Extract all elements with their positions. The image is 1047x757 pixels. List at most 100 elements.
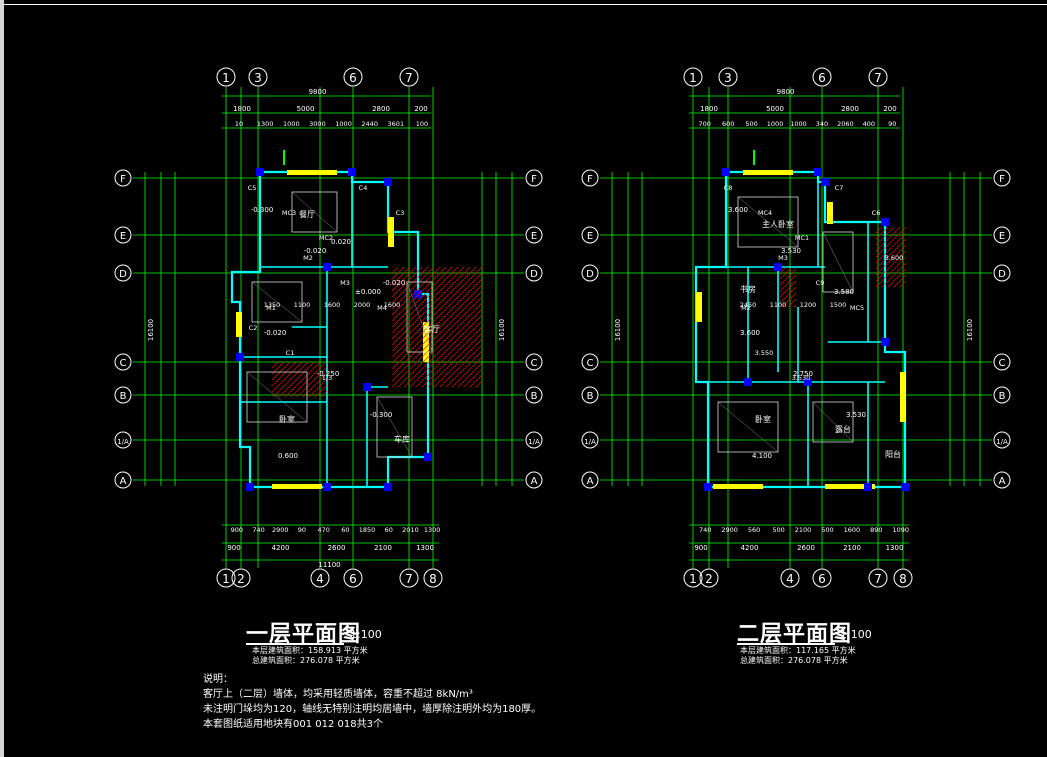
dim-top-row2-5: 340 <box>816 120 828 128</box>
axis-label-top-3: 3 <box>724 71 732 85</box>
left-edge-bar <box>0 0 4 757</box>
axis-label-left-F: F <box>587 174 593 185</box>
inner-dim-1: 1100 <box>294 301 311 309</box>
axis-bubble-bottom-8 <box>423 568 443 588</box>
dim-top-row2-1: 600 <box>722 120 734 128</box>
room-name-3: 车库 <box>394 434 410 444</box>
notes-heading: 说明： <box>203 674 233 685</box>
dim-bottom-row1-1: 740 <box>252 526 264 534</box>
axis-label-left-1/A: 1/A <box>117 438 129 446</box>
window-4 <box>696 292 702 322</box>
room-label-9: C2 <box>249 324 258 332</box>
level-mark-3: -0.020 <box>264 329 287 337</box>
top-border-line <box>0 4 1047 5</box>
area-first-floor-line2: 总建筑面积：276.078 平方米 <box>252 656 360 665</box>
room-label-7: M3 <box>340 279 350 287</box>
hatch-line-1-72 <box>887 268 907 288</box>
furniture-diag-2 <box>376 396 413 458</box>
hatch-line-0-24 <box>779 274 797 292</box>
axis-label-right-C: C <box>531 358 538 369</box>
plan-scale-second-floor: 1:100 <box>840 628 872 641</box>
room-name-0: 主人卧室 <box>762 219 794 229</box>
hatch-line-0-60 <box>391 266 453 328</box>
room-label-4: C3 <box>396 209 405 217</box>
axis-label-top-1: 1 <box>689 71 697 85</box>
dim-total-side-0: 16100 <box>147 319 155 341</box>
dim-top-row2-8: 90 <box>888 120 896 128</box>
dim-bottom-row1-6: 1600 <box>844 526 861 534</box>
axis-label-bottom-2: 2 <box>705 572 713 586</box>
dim-top-row1-0: 1800 <box>233 105 251 113</box>
dim-top-row2-5: 2440 <box>361 120 378 128</box>
dim-total-side-1: 16100 <box>966 319 974 341</box>
hatch-line-0-84 <box>391 266 477 352</box>
axis-label-bottom-1: 1 <box>222 572 230 586</box>
furniture-diag-1 <box>246 371 308 423</box>
title-underline-2 <box>737 643 835 645</box>
level-mark-6: 0.600 <box>278 452 298 460</box>
room-label-11: 3.530 <box>792 374 811 382</box>
axis-label-top-7: 7 <box>874 71 882 85</box>
axis-label-left-C: C <box>120 358 127 369</box>
column-9 <box>424 453 432 461</box>
room-name-3: 露台 <box>835 424 851 434</box>
dim-bottom-row2-4: 1300 <box>886 544 904 552</box>
axis-bubble-top-7 <box>868 67 888 87</box>
axis-bubble-right-E <box>525 226 543 244</box>
dim-top-row1-3: 200 <box>414 105 427 113</box>
furniture-1 <box>717 401 779 453</box>
dim-bottom-row1-7: 60 <box>385 526 393 534</box>
hatch-line-0-132 <box>403 308 483 388</box>
axis-label-right-D: D <box>998 269 1006 280</box>
furniture-3 <box>406 281 433 353</box>
room-label-8: M4 <box>377 304 387 312</box>
axis-bubble-left-A <box>114 471 132 489</box>
dim-bottom-row1-3: 500 <box>772 526 784 534</box>
room-label-11: 1/3 <box>322 374 332 382</box>
hatch-line-1-78 <box>314 384 328 398</box>
room-label-2: MC2 <box>319 234 333 242</box>
hatch-line-0-174 <box>445 350 483 388</box>
axis-bubble-right-1/A <box>525 431 543 449</box>
axis-bubble-bottom-2 <box>231 568 251 588</box>
furniture-diag-2 <box>822 231 854 293</box>
furniture-4 <box>251 281 303 323</box>
dim-top-row1-1: 5000 <box>297 105 315 113</box>
axis-label-right-1/A: 1/A <box>528 438 540 446</box>
window-4 <box>236 312 242 337</box>
axis-label-right-B: B <box>531 391 538 402</box>
axis-label-bottom-2: 2 <box>237 572 245 586</box>
room-label-8: MC5 <box>850 304 864 312</box>
axis-label-right-B: B <box>999 391 1006 402</box>
dim-top-row1-2: 2800 <box>372 105 390 113</box>
axis-bubble-left-C <box>114 353 132 371</box>
inner-dim-4: 1600 <box>384 301 401 309</box>
dim-top-row2-4: 1000 <box>335 120 352 128</box>
dim-bottom-row2-2: 2600 <box>797 544 815 552</box>
axis-label-bottom-6: 6 <box>818 572 826 586</box>
axis-label-top-7: 7 <box>405 71 413 85</box>
hatch-line-1-24 <box>271 361 297 387</box>
room-label-6: M3 <box>778 254 788 262</box>
axis-label-top-6: 6 <box>349 71 357 85</box>
hatch-line-0-102 <box>391 278 483 370</box>
furniture-diag-0 <box>737 196 799 248</box>
room-name-4: 阳台 <box>885 449 901 459</box>
axis-bubble-left-D <box>114 264 132 282</box>
dim-bottom-row2-3: 2100 <box>843 544 861 552</box>
column-7 <box>704 483 712 491</box>
level-mark-5: 3.530 <box>846 411 866 419</box>
hatch-line-0-30 <box>779 280 797 298</box>
hatch-line-0-108 <box>391 284 483 376</box>
hatch-line-1-6 <box>875 226 883 234</box>
column-4 <box>236 353 244 361</box>
hatch-line-1-60 <box>296 366 328 398</box>
hatch-line-0-24 <box>391 266 417 292</box>
axis-label-right-D: D <box>530 269 538 280</box>
area-first-floor-line1: 本层建筑面积：158.913 平方米 <box>252 646 368 655</box>
hatch-line-0-66 <box>391 266 459 334</box>
axis-bubble-left-E <box>114 226 132 244</box>
axis-label-top-3: 3 <box>254 71 262 85</box>
hatch-line-0-186 <box>457 362 483 388</box>
